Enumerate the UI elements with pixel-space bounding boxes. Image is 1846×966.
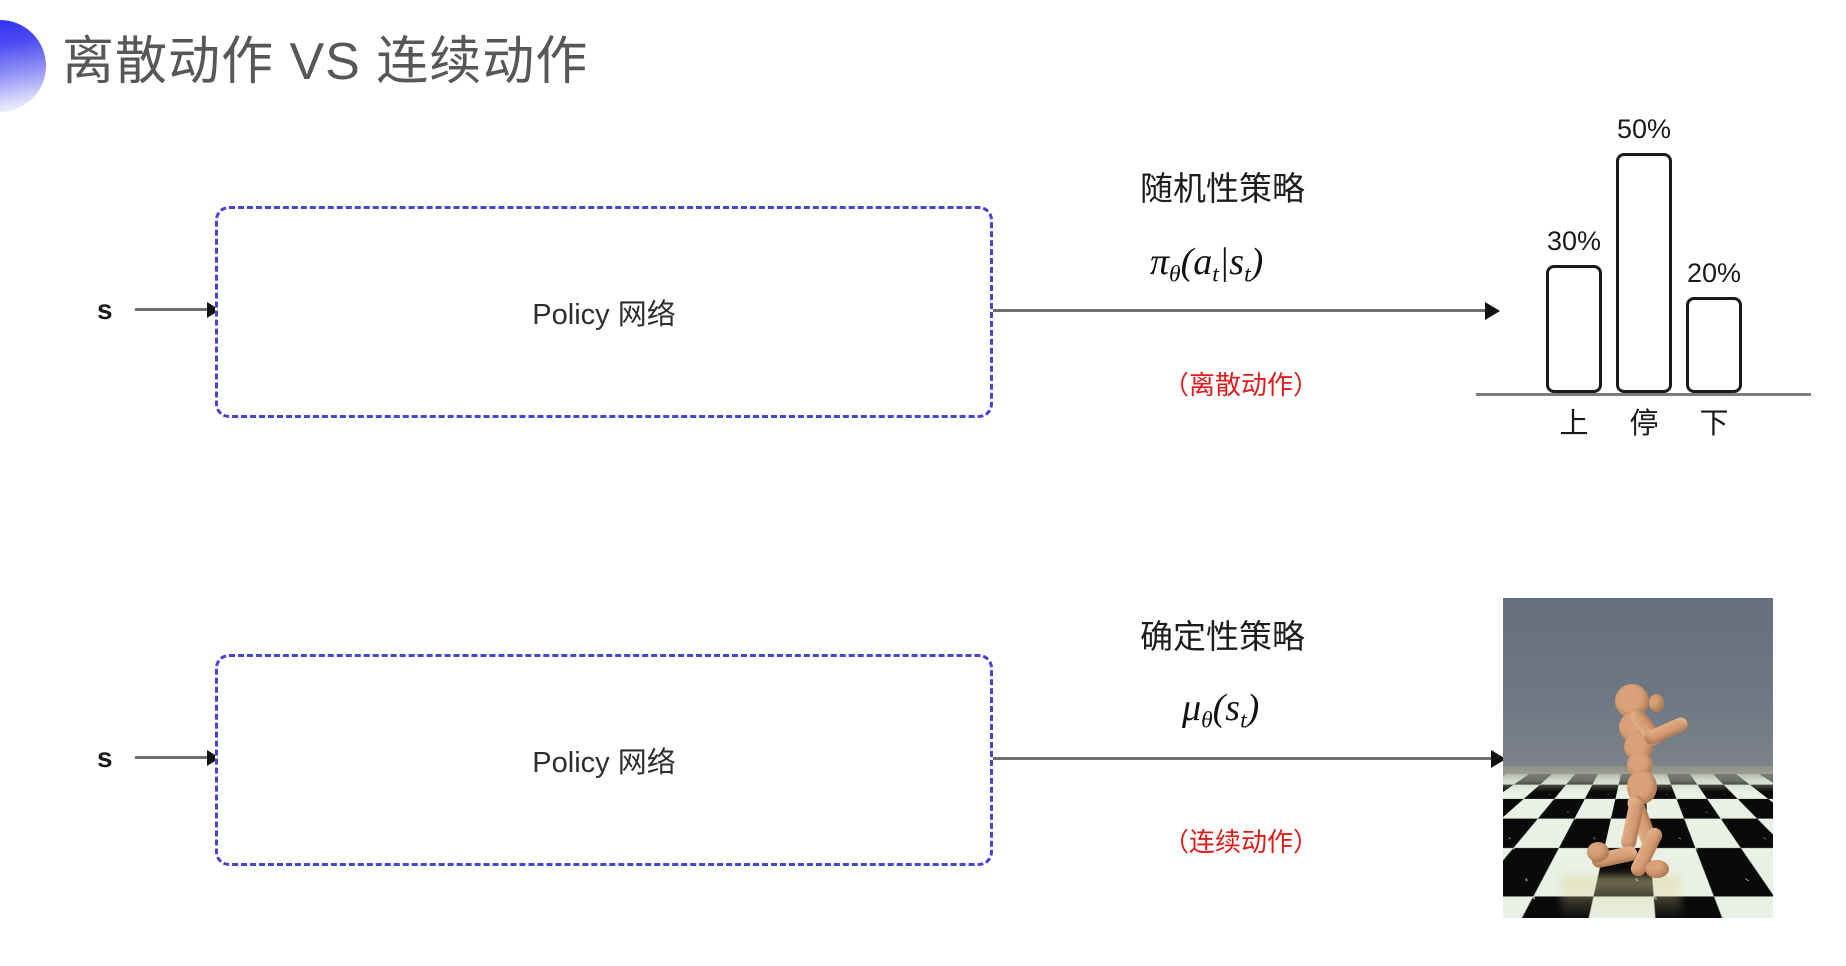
row2-formula-args: (s bbox=[1212, 687, 1241, 729]
row2-policy-formula: μθ(st) bbox=[1182, 686, 1259, 735]
humanoid-simulation-image bbox=[1503, 598, 1773, 918]
humanoid-front-foot bbox=[1645, 860, 1669, 878]
row1-output-arrow bbox=[993, 309, 1497, 312]
row1-formula-args: (a bbox=[1180, 241, 1213, 283]
row1-policy-box[interactable]: Policy 网络 bbox=[215, 206, 993, 418]
bar-rect-0 bbox=[1546, 265, 1602, 393]
row2-formula-theta: θ bbox=[1201, 707, 1213, 734]
row1-input-label: s bbox=[97, 294, 113, 325]
row1-policy-name: 随机性策略 bbox=[1140, 170, 1305, 207]
bar-rect-1 bbox=[1616, 153, 1672, 393]
row2-input-arrow bbox=[135, 756, 217, 759]
row2-formula-mu: μ bbox=[1182, 687, 1202, 729]
chart-baseline bbox=[1476, 393, 1811, 396]
row1-input-arrow bbox=[135, 308, 217, 311]
row1-policy-box-label: Policy 网络 bbox=[532, 299, 676, 331]
humanoid-hand bbox=[1649, 694, 1664, 712]
row1-policy-formula: πθ(at|st) bbox=[1150, 240, 1263, 289]
row1-note: （离散动作） bbox=[1163, 370, 1320, 400]
row1-formula-theta: θ bbox=[1169, 261, 1181, 288]
page-title: 离散动作 VS 连续动作 bbox=[62, 33, 589, 91]
discrete-action-bar-chart: 30% 50% 20% 上 停 下 bbox=[1476, 96, 1811, 440]
humanoid-rear-foot bbox=[1587, 842, 1609, 862]
bar-category-1: 停 bbox=[1629, 408, 1659, 440]
row2-output-arrow bbox=[993, 757, 1503, 760]
row1-formula-pi: π bbox=[1150, 241, 1170, 283]
row2-policy-box[interactable]: Policy 网络 bbox=[215, 654, 993, 866]
row1-formula-t1: t bbox=[1212, 261, 1219, 288]
row2-formula-close: ) bbox=[1246, 687, 1260, 729]
bar-value-0: 30% bbox=[1546, 226, 1602, 256]
bar-value-2: 20% bbox=[1686, 258, 1742, 288]
row1-formula-close: ) bbox=[1250, 241, 1264, 283]
row2-input-label: s bbox=[97, 742, 113, 773]
row1-formula-t2: t bbox=[1244, 261, 1251, 288]
bar-category-2: 下 bbox=[1699, 408, 1729, 440]
row2-policy-box-label: Policy 网络 bbox=[532, 747, 676, 779]
row1-formula-sep: |s bbox=[1218, 241, 1245, 283]
row2-note: （连续动作） bbox=[1163, 827, 1320, 857]
bar-value-1: 50% bbox=[1616, 114, 1672, 144]
row2-formula-t1: t bbox=[1240, 707, 1247, 734]
row2-policy-name: 确定性策略 bbox=[1140, 618, 1305, 655]
bar-category-0: 上 bbox=[1559, 408, 1589, 440]
bar-rect-2 bbox=[1686, 297, 1742, 393]
sim-floor-reflection bbox=[1561, 876, 1681, 918]
title-bullet-icon bbox=[0, 20, 46, 112]
